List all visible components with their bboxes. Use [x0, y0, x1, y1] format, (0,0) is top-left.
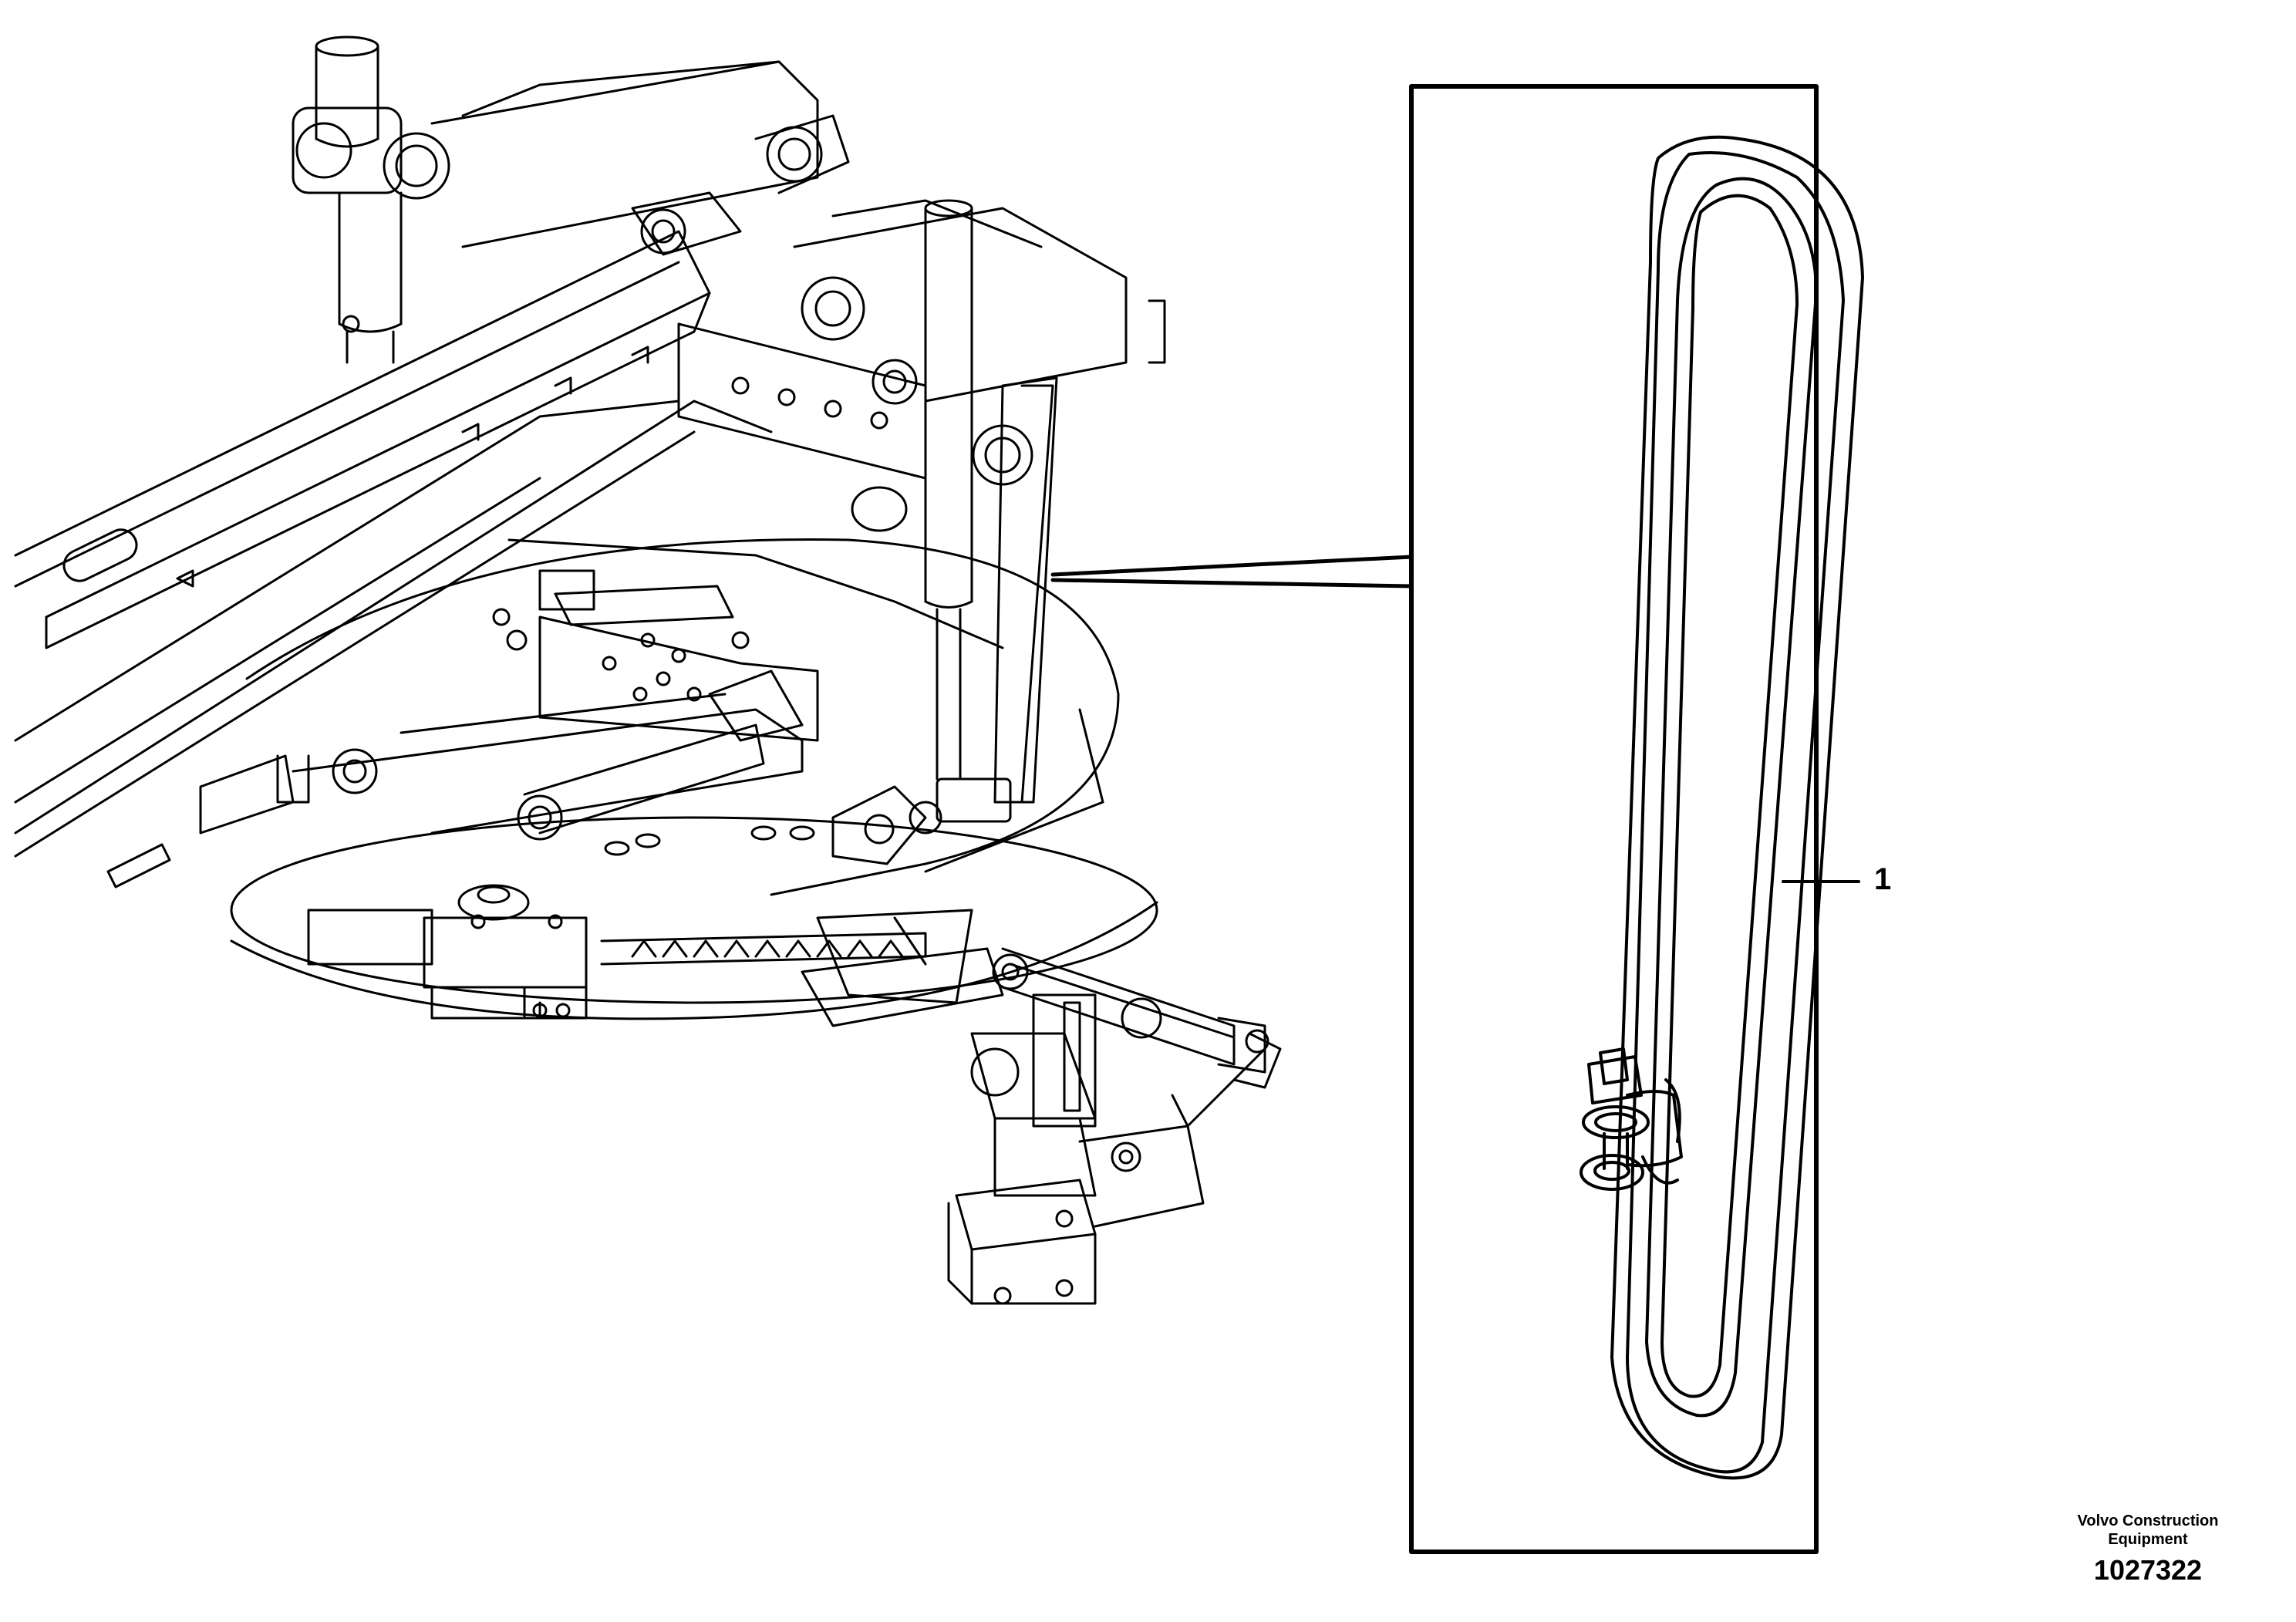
callout-number-1: 1 — [1874, 862, 1892, 896]
manufacturer-line-1: Volvo Construction — [2077, 1512, 2219, 1529]
upper-right-assembly — [677, 199, 1166, 532]
lower-right-cylinder — [801, 947, 1282, 1128]
center-plate — [492, 569, 819, 742]
upper-left-mast — [292, 35, 450, 364]
drawing-number: 1027322 — [2093, 1554, 2203, 1586]
machine-assembly — [14, 35, 1282, 1305]
shackle-icon — [1580, 1047, 1683, 1191]
slewing-ring — [230, 538, 1158, 1020]
upper-horizontal-arm — [430, 60, 850, 256]
manufacturer-label: Volvo Construction Equipment — [2021, 1512, 2275, 1549]
vertical-cylinder — [909, 199, 1058, 835]
lower-left-blocks — [307, 909, 588, 1020]
manufacturer-line-2: Equipment — [2108, 1531, 2188, 1548]
connection-details — [816, 785, 973, 1004]
boom-frame — [14, 230, 773, 889]
lower-arm-cylinders — [199, 669, 815, 921]
detail-leader-line — [1050, 555, 1414, 588]
strap-icon — [1610, 135, 1864, 1480]
lower-box-assembly — [947, 1117, 1205, 1305]
detail-box — [1409, 84, 1819, 1554]
